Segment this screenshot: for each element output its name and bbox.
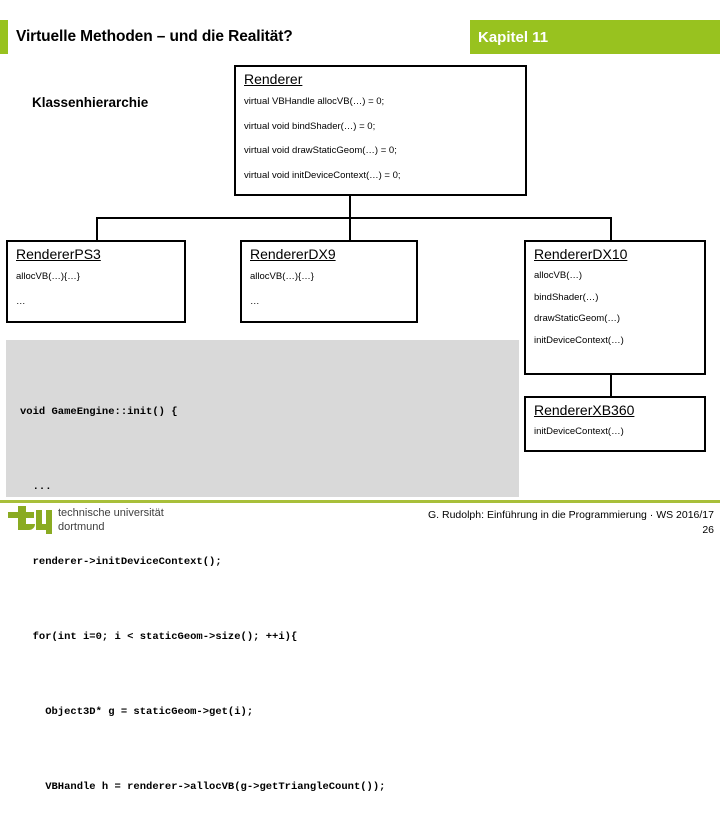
- slide-subtitle: Klassenhierarchie: [32, 95, 149, 110]
- code-line: void GameEngine::init() {: [20, 406, 178, 418]
- footer-credit: G. Rudolph: Einführung in die Programmie…: [428, 508, 714, 538]
- footer-credit-text: G. Rudolph: Einführung in die Programmie…: [428, 509, 714, 521]
- uml-member: virtual VBHandle allocVB(…) = 0;: [244, 96, 385, 108]
- connector-drop-dx10: [610, 217, 612, 240]
- connector-root-stem: [349, 196, 351, 217]
- uml-class-renderer-xb360: RendererXB360 initDeviceContext(…): [524, 396, 706, 452]
- tu-logo-wordmark: technische universität dortmund: [58, 506, 164, 534]
- uml-member: allocVB(…){…}: [250, 271, 314, 283]
- uml-member: virtual void bindShader(…) = 0;: [244, 120, 376, 132]
- uml-class-name: RendererPS3: [16, 246, 101, 262]
- uml-member: allocVB(…){…}: [16, 271, 80, 283]
- code-line: renderer->initDeviceContext();: [20, 556, 222, 568]
- uml-class-renderer-dx9: RendererDX9 allocVB(…){…} …: [240, 240, 418, 323]
- uml-class-renderer-ps3: RendererPS3 allocVB(…){…} …: [6, 240, 186, 323]
- footer-divider: [0, 500, 720, 503]
- uml-member: virtual void drawStaticGeom(…) = 0;: [244, 145, 397, 157]
- uml-class-name: RendererDX10: [534, 246, 628, 262]
- slide-header: Virtuelle Methoden – und die Realität? K…: [0, 20, 720, 54]
- uml-class-name: Renderer: [244, 71, 303, 87]
- connector-drop-ps3: [96, 217, 98, 240]
- code-line: for(int i=0; i < staticGeom->size(); ++i…: [20, 631, 298, 643]
- uml-member: bindShader(…): [534, 291, 599, 303]
- header-title-plate: Virtuelle Methoden – und die Realität?: [8, 20, 470, 54]
- code-line: ...: [20, 481, 52, 493]
- code-line: VBHandle h = renderer->allocVB(g->getTri…: [20, 781, 386, 793]
- uml-class-renderer: Renderer virtual VBHandle allocVB(…) = 0…: [234, 65, 527, 196]
- page-number: 26: [702, 524, 714, 536]
- page-title: Virtuelle Methoden – und die Realität?: [16, 28, 293, 45]
- uml-member: …: [250, 295, 260, 307]
- uml-member: drawStaticGeom(…): [534, 313, 621, 325]
- connector-dx10-to-xb360: [610, 375, 612, 396]
- code-line: Object3D* g = staticGeom->get(i);: [20, 706, 254, 718]
- uml-member: …: [16, 295, 26, 307]
- tu-dortmund-logo: technische universität dortmund: [8, 506, 164, 536]
- logo-line-2: dortmund: [58, 521, 105, 533]
- uml-class-name: RendererXB360: [534, 402, 635, 418]
- uml-class-name: RendererDX9: [250, 246, 336, 262]
- chapter-label: Kapitel 11: [478, 28, 549, 46]
- code-snippet: void GameEngine::init() { ... renderer->…: [6, 340, 519, 793]
- connector-horizontal-bus: [96, 217, 612, 219]
- tu-logo-icon: [8, 506, 52, 536]
- uml-member: initDeviceContext(…): [534, 334, 624, 346]
- uml-class-renderer-dx10: RendererDX10 allocVB(…) bindShader(…) dr…: [524, 240, 706, 375]
- uml-member: allocVB(…): [534, 270, 583, 282]
- logo-line-1: technische universität: [58, 507, 164, 519]
- uml-member: virtual void initDeviceContext(…) = 0;: [244, 169, 401, 181]
- connector-drop-dx9: [349, 217, 351, 240]
- uml-member: initDeviceContext(…): [534, 426, 624, 438]
